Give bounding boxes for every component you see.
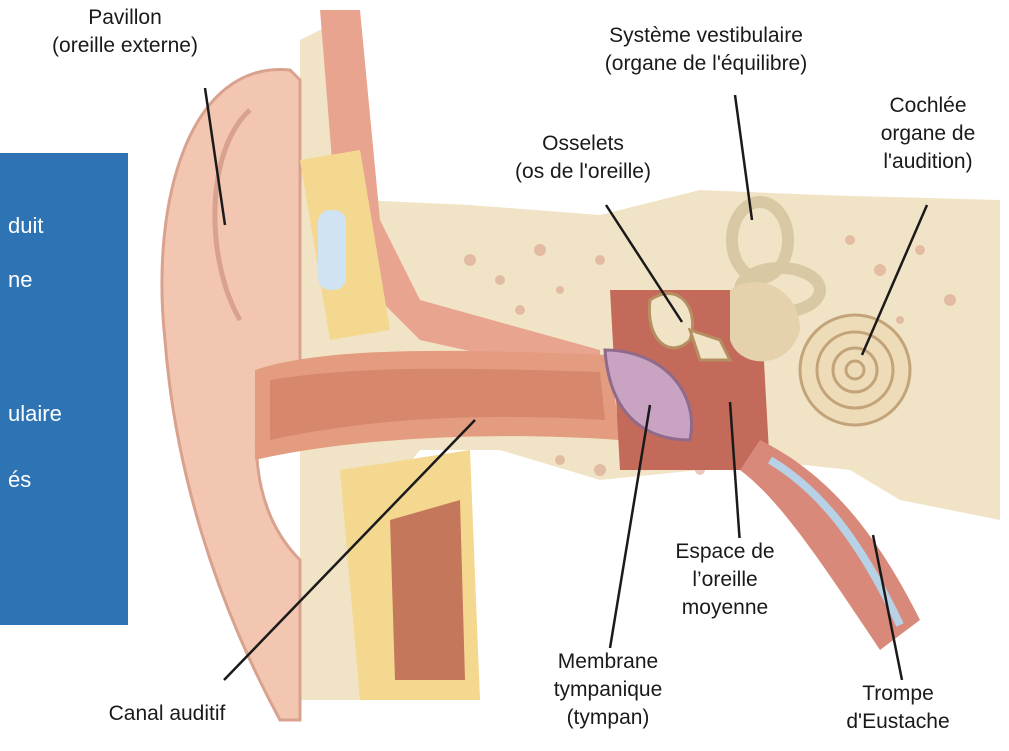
label-pavillon: Pavillon (oreille externe) — [20, 4, 230, 60]
label-espace-line-1: Espace de — [650, 538, 800, 566]
label-espace: Espace de l’oreille moyenne — [650, 538, 800, 622]
label-membrane: Membrane tympanique (tympan) — [528, 648, 688, 732]
label-cochlee-line-3: l'audition) — [850, 148, 1006, 176]
label-pavillon-line-1: Pavillon — [20, 4, 230, 32]
label-membrane-line-2: tympanique — [528, 676, 688, 704]
label-pavillon-line-2: (oreille externe) — [20, 32, 230, 60]
label-vestibulaire: Système vestibulaire (organe de l'équili… — [556, 22, 856, 78]
label-membrane-line-1: Membrane — [528, 648, 688, 676]
label-cochlee-line-2: organe de — [850, 120, 1006, 148]
label-vestibulaire-line-2: (organe de l'équilibre) — [556, 50, 856, 78]
cochlea — [800, 315, 910, 425]
label-canal: Canal auditif — [62, 700, 272, 728]
label-osselets-line-2: (os de l'oreille) — [478, 158, 688, 186]
label-osselets-line-1: Osselets — [478, 130, 688, 158]
label-vestibulaire-line-1: Système vestibulaire — [556, 22, 856, 50]
label-espace-line-3: moyenne — [650, 594, 800, 622]
label-cochlee: Cochlée organe de l'audition) — [850, 92, 1006, 176]
label-trompe: Trompe d'Eustache — [818, 680, 978, 736]
label-trompe-line-1: Trompe — [818, 680, 978, 708]
label-osselets: Osselets (os de l'oreille) — [478, 130, 688, 186]
upper-cartilage-gap — [318, 210, 346, 290]
lower-tissue — [390, 500, 465, 680]
label-membrane-line-3: (tympan) — [528, 704, 688, 732]
label-canal-line-1: Canal auditif — [62, 700, 272, 728]
label-espace-line-2: l’oreille — [650, 566, 800, 594]
label-trompe-line-2: d'Eustache — [818, 708, 978, 736]
label-cochlee-line-1: Cochlée — [850, 92, 1006, 120]
